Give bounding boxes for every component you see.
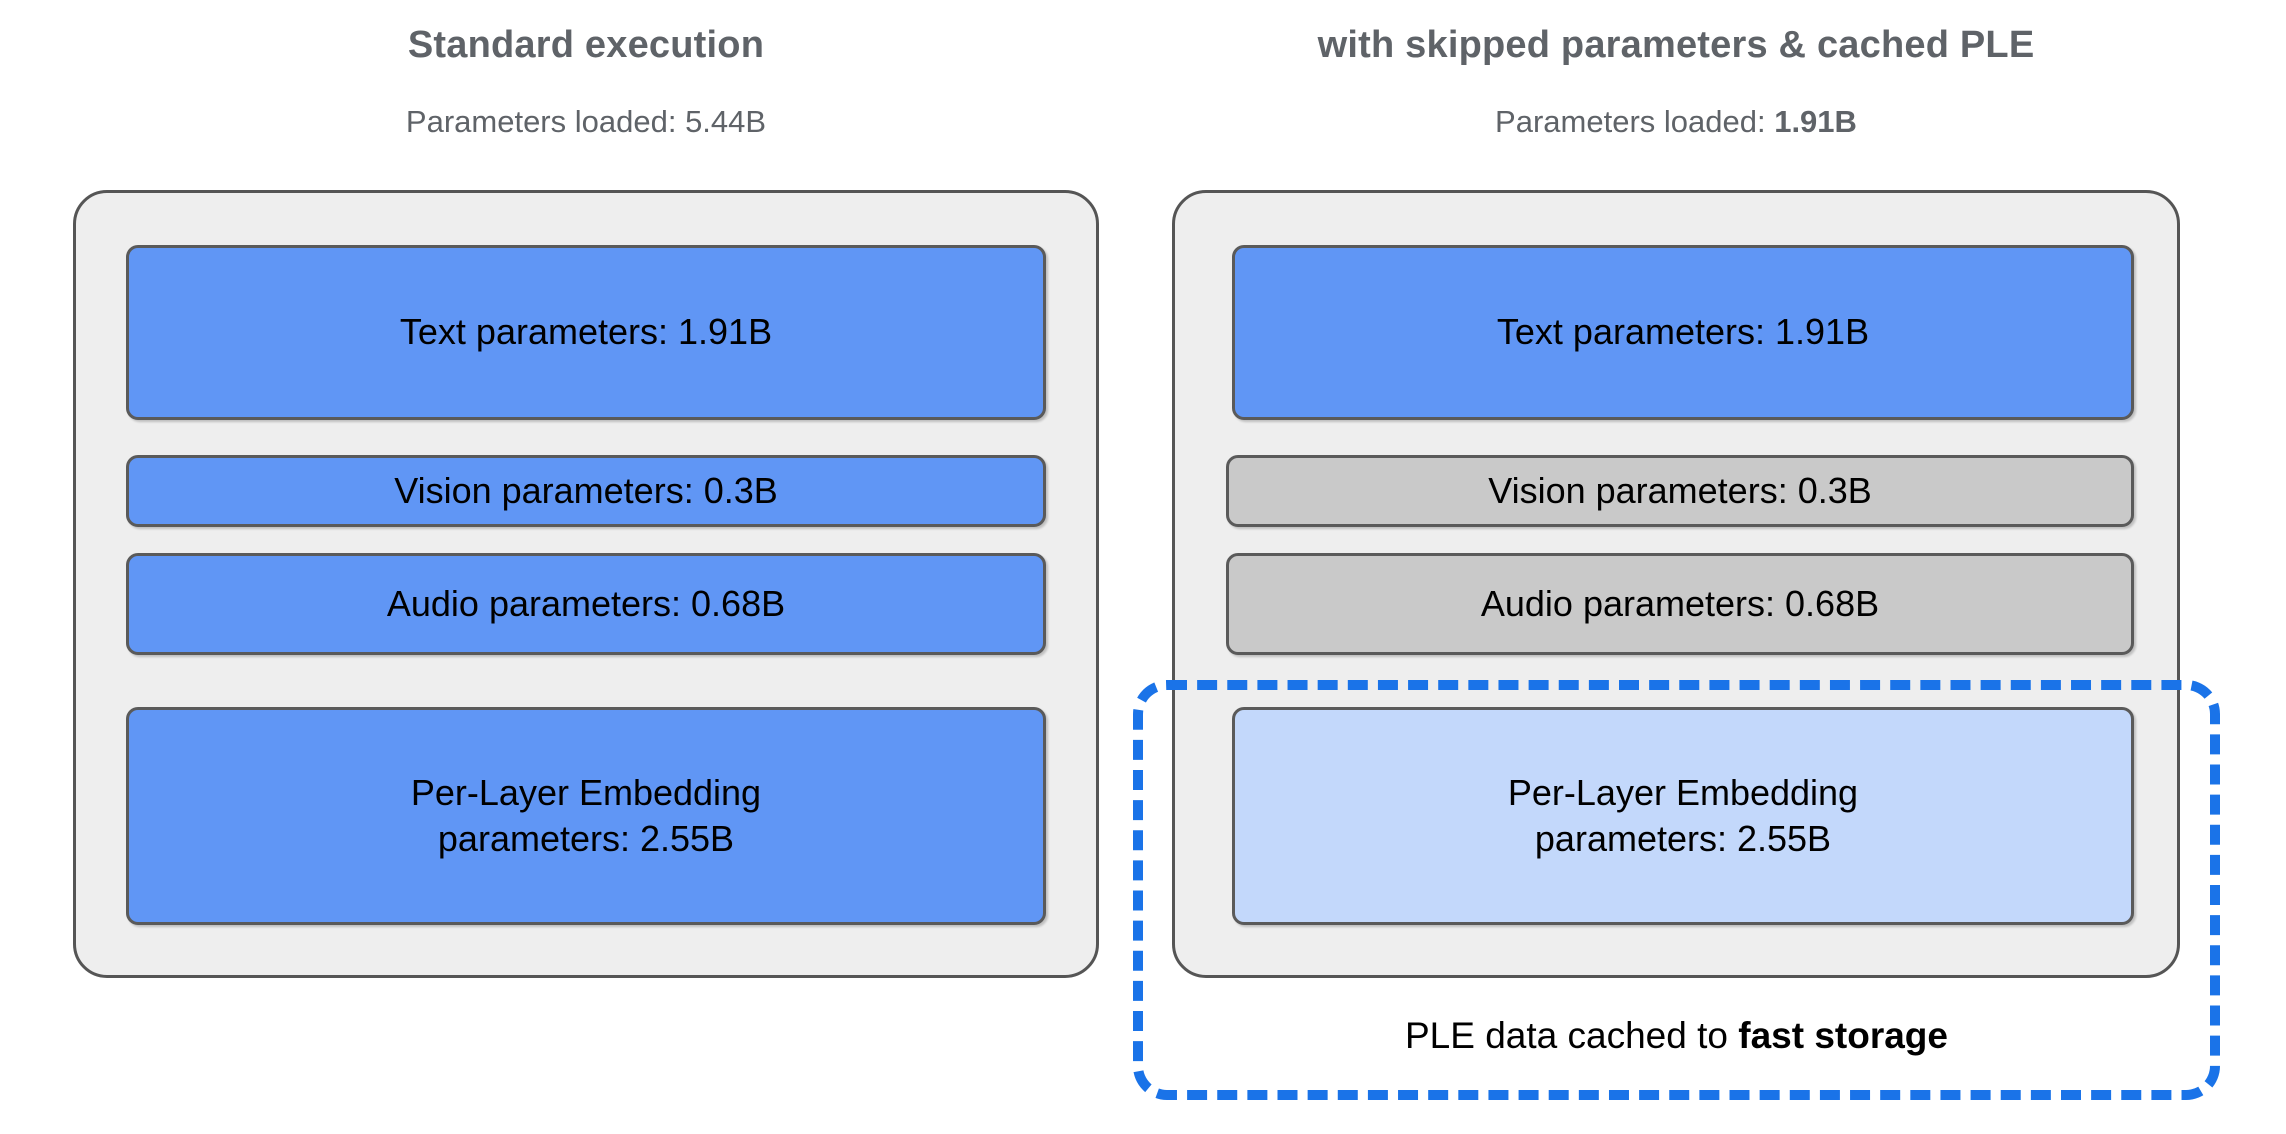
subtitle-value-optimized: 1.91B bbox=[1774, 104, 1857, 139]
block-optimized-audio-parameters-skipped[interactable]: Audio parameters: 0.68B bbox=[1226, 553, 2134, 655]
block-standard-vision-parameters[interactable]: Vision parameters: 0.3B bbox=[126, 455, 1046, 527]
cached-ple-caption-prefix: PLE data cached to bbox=[1405, 1015, 1739, 1056]
cached-ple-caption: PLE data cached to fast storage bbox=[1133, 1015, 2220, 1057]
subtitle-value-standard: 5.44B bbox=[685, 104, 767, 139]
block-standard-text-parameters[interactable]: Text parameters: 1.91B bbox=[126, 245, 1046, 420]
block-standard-audio-parameters[interactable]: Audio parameters: 0.68B bbox=[126, 553, 1046, 655]
block-optimized-text-parameters[interactable]: Text parameters: 1.91B bbox=[1232, 245, 2134, 420]
subtitle-prefix-optimized: Parameters loaded: bbox=[1495, 104, 1775, 139]
block-standard-ple-line1: Per-Layer Embedding bbox=[410, 771, 762, 813]
block-standard-ple-line2: parameters: 2.55B bbox=[437, 818, 735, 859]
block-standard-ple-parameters[interactable]: Per-Layer Embedding parameters: 2.55B bbox=[126, 707, 1046, 925]
column-subtitle-standard: Parameters loaded: 5.44B bbox=[73, 104, 1099, 140]
column-title-standard: Standard execution bbox=[407, 24, 765, 66]
subtitle-prefix-standard: Parameters loaded: bbox=[405, 104, 686, 139]
block-optimized-ple-parameters-cached[interactable]: Per-Layer Embedding parameters: 2.55B bbox=[1232, 707, 2134, 925]
cached-ple-caption-emphasis: fast storage bbox=[1738, 1015, 1948, 1056]
block-optimized-vision-parameters-skipped[interactable]: Vision parameters: 0.3B bbox=[1226, 455, 2134, 527]
column-subtitle-optimized: Parameters loaded: 1.91B bbox=[1172, 104, 2180, 140]
column-title-optimized: with skipped parameters & cached PLE bbox=[1317, 24, 2035, 66]
block-optimized-ple-line2: parameters: 2.55B bbox=[1534, 818, 1832, 859]
block-optimized-ple-line1: Per-Layer Embedding bbox=[1507, 771, 1859, 813]
